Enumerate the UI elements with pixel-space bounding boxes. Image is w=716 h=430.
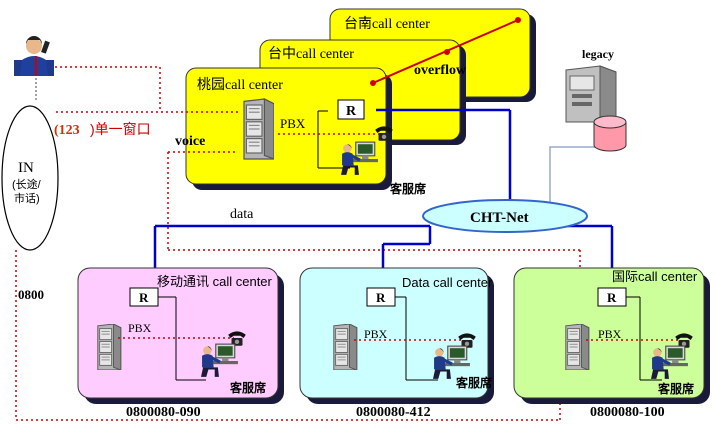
prefix-0800-label: 0800: [18, 287, 44, 302]
data-call-center-box: Data call center R PBX 客服席: [299, 267, 494, 404]
data-router-icon: R: [376, 290, 386, 305]
in-title: IN: [18, 160, 34, 176]
intl-call-center-box: 国际call center R PBX 客服席: [513, 267, 710, 404]
legacy-link: [549, 146, 596, 205]
router-icon: R: [346, 104, 357, 119]
mobile-pbx-label: PBX: [128, 321, 152, 335]
intl-pbx-icon: [565, 324, 590, 370]
single-window-number: (123: [54, 123, 80, 138]
mobile-number: 0800080-090: [126, 405, 201, 420]
data-number: 0800080-412: [356, 405, 431, 420]
taoyuan-pbx-label: PBX: [280, 116, 306, 131]
in-sub2: 市话): [14, 191, 40, 205]
mobile-call-center-box: 移动通讯 call center R PBX 客服席: [77, 267, 284, 404]
intl-number: 0800080-100: [590, 405, 665, 420]
mobile-pbx-icon: [97, 324, 122, 370]
intl-center-label: 国际call center: [612, 269, 698, 284]
data-agent-label: 客服席: [455, 375, 492, 390]
legacy-server-icon: [565, 65, 617, 123]
data-center-label: Data call center: [402, 275, 493, 290]
intl-pbx-label: PBX: [598, 327, 622, 341]
caller-person-phone-icon: [14, 36, 54, 76]
mobile-router-icon: R: [139, 290, 149, 305]
in-sub1: (长途/: [12, 177, 42, 191]
single-window-text: )单一窗口: [90, 121, 151, 137]
overflow-line: [372, 19, 519, 84]
intl-agent-label: 客服席: [657, 381, 694, 396]
database-cylinder-icon: [593, 115, 627, 152]
mobile-agent-label: 客服席: [229, 380, 266, 395]
taoyuan-router: R: [337, 99, 365, 120]
tainan-center-label: 台南call center: [344, 16, 430, 32]
mobile-center-label: 移动通讯 call center: [157, 274, 273, 289]
taoyuan-agent-label: 客服席: [389, 181, 426, 196]
voice-label: voice: [175, 134, 205, 149]
taichung-center-label: 台中call center: [268, 46, 354, 62]
data-pbx-label: PBX: [364, 327, 388, 341]
intl-router-icon: R: [607, 290, 617, 305]
cht-net-cloud-icon: CHT-Net: [422, 199, 588, 233]
in-network-ellipse: IN (长途/ 市话): [1, 105, 59, 251]
overflow-label: overflow: [414, 63, 467, 78]
data-label: data: [230, 207, 254, 222]
data-pbx-icon: [333, 324, 358, 370]
taoyuan-center-label: 桃园call center: [197, 77, 283, 93]
cht-net-label: CHT-Net: [470, 210, 529, 226]
legacy-label: legacy: [582, 47, 614, 61]
pbx-cabinet-icon: [243, 98, 274, 160]
